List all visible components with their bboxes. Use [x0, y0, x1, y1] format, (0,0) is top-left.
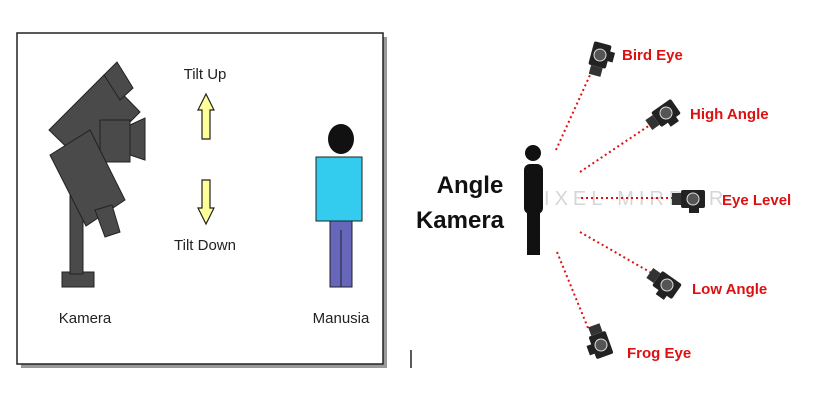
camera-body-down [49, 129, 126, 227]
camera-label: Kamera [59, 310, 112, 327]
camera-low-angle-icon [646, 268, 682, 300]
camera-magazine [99, 119, 131, 163]
angle-lines [555, 74, 675, 329]
camera-icon [48, 61, 146, 288]
high-angle-line [579, 124, 651, 173]
frog-eye-line [556, 251, 589, 329]
angle-label-low-angle: Low Angle [692, 281, 767, 298]
camera-bird-eye-icon [588, 41, 616, 77]
left-panel: Tilt Up Tilt Down Kamera Manusia [16, 32, 387, 368]
tilt-up-label: Tilt Up [184, 66, 227, 83]
camera-eye-level-icon [672, 190, 705, 213]
tilt-down-label: Tilt Down [174, 237, 236, 254]
title-line1: Angle [437, 172, 504, 199]
angle-label-high-angle: High Angle [690, 106, 769, 123]
person-icon [315, 124, 363, 288]
tilt-down-arrow [197, 179, 215, 226]
tilt-up-arrow [197, 92, 215, 140]
camera-magazine-tip [129, 117, 146, 161]
camera-high-angle-icon [645, 99, 681, 130]
camera-lens-down [94, 204, 121, 238]
person-label: Manusia [313, 310, 370, 327]
right-panel: Angle Kamera PIXEL MIRROR [416, 41, 791, 362]
camera-lens-up [103, 61, 134, 101]
low-angle-line [579, 231, 656, 276]
camera-frog-eye-icon [586, 323, 613, 359]
angle-label-eye-level: Eye Level [722, 192, 791, 209]
angle-label-bird-eye: Bird Eye [622, 47, 683, 64]
angle-label-frog-eye: Frog Eye [627, 345, 691, 362]
bird-eye-line [555, 74, 591, 151]
title-line2: Kamera [416, 207, 505, 234]
silhouette-icon [524, 145, 543, 255]
